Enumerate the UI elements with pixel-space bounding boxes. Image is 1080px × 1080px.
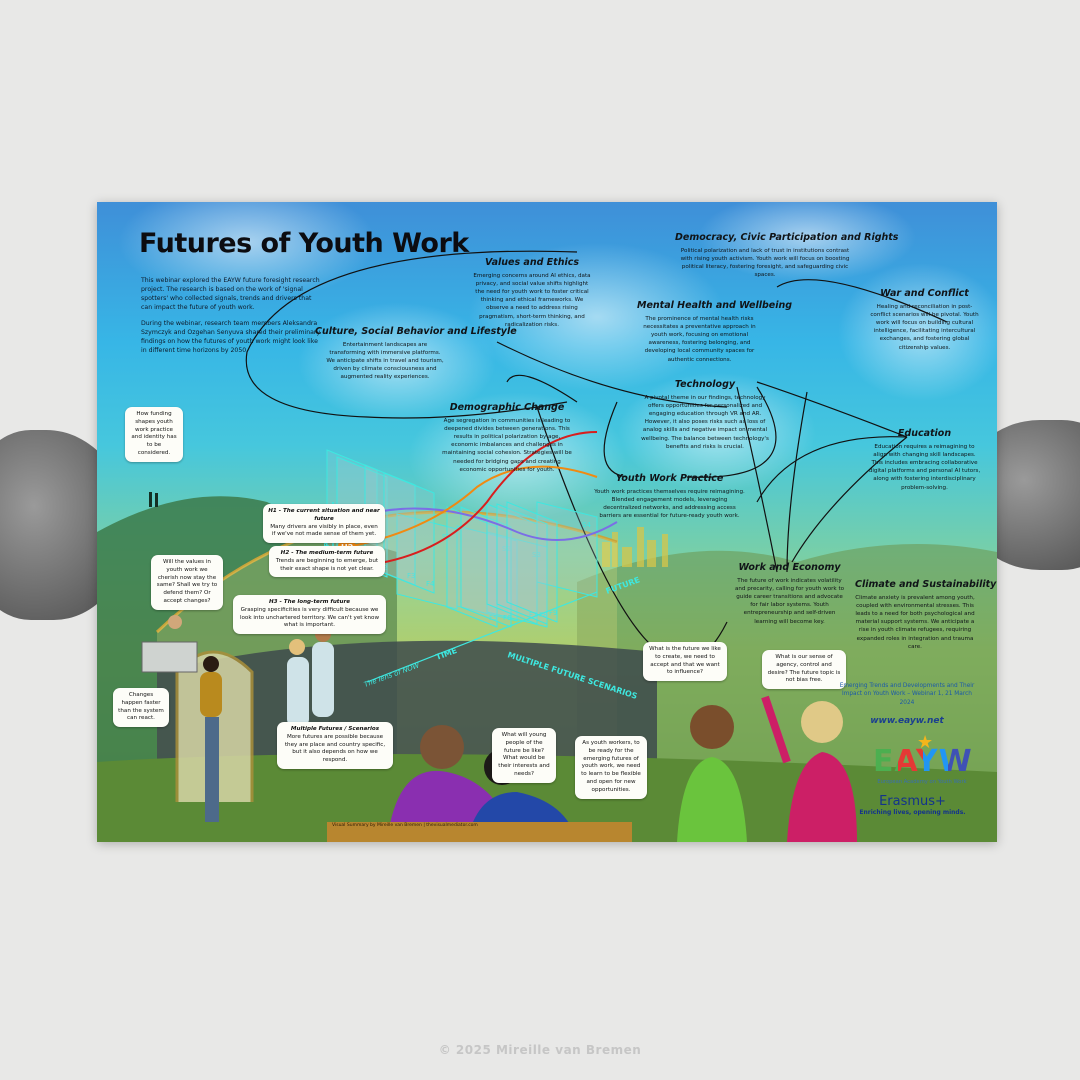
topic-values-and-ethics: Values and Ethics Emerging concerns arou… <box>472 257 592 329</box>
frame-label: F5 <box>489 614 497 622</box>
bubble-multiple-futures: Multiple Futures / Scenarios More future… <box>277 722 393 770</box>
erasmus-tagline: Enriching lives, opening minds. <box>859 809 966 816</box>
frame-label: F7 <box>529 611 537 619</box>
topic-technology: Technology A pivotal theme in our findin… <box>640 379 770 451</box>
website-link[interactable]: www.eayw.net <box>870 716 944 726</box>
topic-democracy: Democracy, Civic Participation and Right… <box>675 232 899 279</box>
bubble-funding: How funding shapes youth work practice a… <box>125 407 183 462</box>
bubble-values-question: Will the values in youth work we cherish… <box>151 555 223 610</box>
scenario-label: S2 <box>502 545 511 553</box>
scenario-label: S4 <box>582 521 591 529</box>
topic-text: The future of work indicates volatility … <box>734 578 845 625</box>
topic-heading: Mental Health and Wellbeing <box>637 300 793 311</box>
frame-label: F8 <box>539 611 547 619</box>
topic-text: Youth work practices themselves require … <box>594 489 745 520</box>
scenarios-label: MULTIPLE FUTURE SCENARIOS <box>506 650 638 701</box>
topic-work-and-economy: Work and Economy The future of work indi… <box>732 562 847 626</box>
time-axis <box>366 591 598 683</box>
topic-climate: Climate and Sustainability Climate anxie… <box>855 579 997 651</box>
frame-label: F4 <box>426 580 435 588</box>
topic-heading: Climate and Sustainability <box>855 579 997 590</box>
frame-panel <box>460 506 512 628</box>
frame-label: F9 <box>549 609 557 617</box>
multiple-text: More futures are possible because they a… <box>284 733 386 764</box>
intro-paragraph: During the webinar, research team member… <box>141 319 321 354</box>
frame-label: F3 <box>407 572 415 580</box>
topic-heading: Democracy, Civic Participation and Right… <box>675 232 899 243</box>
frame-panel <box>506 501 558 623</box>
topic-text: Political polarization and lack of trust… <box>680 248 850 279</box>
topic-demographic-change: Demographic Change Age segregation in co… <box>442 402 572 474</box>
topic-heading: Work and Economy <box>738 562 841 573</box>
copyright-footer: © 2025 Mireille van Bremen <box>438 1043 642 1057</box>
bubble-h2: H2 - The medium-term future Trends are b… <box>269 546 385 578</box>
topic-heading: Youth Work Practice <box>615 473 724 484</box>
person-in-portal <box>200 672 222 717</box>
topic-text: The prominence of mental health risks ne… <box>643 316 756 363</box>
topic-culture: Culture, Social Behavior and Lifestyle E… <box>315 326 517 382</box>
poster-title: Futures of Youth Work <box>139 228 469 259</box>
eayw-logo: ★ EAYW European Academy on Youth Work <box>867 732 977 792</box>
topic-text: Entertainment landscapes are transformin… <box>326 342 444 381</box>
eayw-star-icon: ★ <box>917 732 934 753</box>
topic-text: Climate anxiety is prevalent among youth… <box>855 595 975 650</box>
future-label: FUTURE <box>605 575 641 596</box>
intro-text: This webinar explored the EAYW future fo… <box>141 277 321 363</box>
topic-heading: Education <box>897 428 952 439</box>
eayw-name: European Academy on Youth Work <box>877 779 967 785</box>
time-label: TIME <box>435 646 459 662</box>
frame-panel <box>446 506 498 628</box>
scenario-label: S3 <box>532 551 541 559</box>
bubble-h3: H3 - The long-term future Grasping speci… <box>233 595 386 635</box>
visual-summary-credit: Visual Summary by Mireille van Bremen | … <box>332 823 478 828</box>
poster: S1S2S3S4F1F2F3F4F5F6F7F8F9H1H2H3IMPORTAN… <box>97 202 997 842</box>
topic-text: Emerging concerns around AI ethics, data… <box>473 273 591 328</box>
topic-text: Age segregation in communities is leadin… <box>442 418 572 473</box>
topic-heading: Values and Ethics <box>484 257 580 268</box>
h2-title: H2 - The medium-term future <box>280 550 374 556</box>
h1-line <box>346 507 618 541</box>
intro-paragraph: This webinar explored the EAYW future fo… <box>141 277 320 311</box>
h1-text: Many drivers are visibly in place, even … <box>270 523 378 538</box>
bubble-changes: Changes happen faster than the system ca… <box>113 688 169 728</box>
scenario-panel <box>396 513 458 610</box>
h1-title: H1 - The current situation and near futu… <box>268 508 380 522</box>
lens-of-now-label: The lens of NOW <box>363 661 422 689</box>
frame-panel <box>496 503 548 625</box>
h3-text: Grasping specificities is very difficult… <box>239 606 380 629</box>
topic-text: Healing and reconciliation in post-confl… <box>870 304 979 351</box>
topic-mental-health: Mental Health and Wellbeing The prominen… <box>637 300 793 364</box>
topic-text: A pivotal theme in our findings, technol… <box>641 395 769 450</box>
topic-heading: Technology <box>674 379 736 390</box>
h3-title: H3 - The long-term future <box>268 599 351 605</box>
erasmus-name: Erasmus+ <box>879 794 946 809</box>
bubble-agency: What is our sense of agency, control and… <box>762 650 846 690</box>
h2-line <box>346 465 598 548</box>
frame-label: F6 <box>503 614 512 622</box>
topic-heading: Demographic Change <box>449 402 565 413</box>
multiple-title: Multiple Futures / Scenarios <box>290 726 380 732</box>
bubble-future-create: What is the future we like to create, we… <box>643 642 727 682</box>
topic-heading: Culture, Social Behavior and Lifestyle <box>315 326 517 337</box>
scenario-diagram: S1S2S3S4F1F2F3F4F5F6F7F8F9H1H2H3IMPORTAN… <box>323 431 641 701</box>
h3-line <box>346 431 598 568</box>
topic-war-and-conflict: War and Conflict Healing and reconciliat… <box>867 288 982 352</box>
bubble-ready: As youth workers, to be ready for the em… <box>575 736 647 799</box>
frame-panel <box>383 472 435 594</box>
topic-text: Education requires a reimagining to alig… <box>868 444 981 491</box>
bubble-h1: H1 - The current situation and near futu… <box>263 504 385 544</box>
h2-text: Trends are beginning to emerge, but thei… <box>275 557 379 572</box>
topic-education: Education Education requires a reimagini… <box>867 428 982 492</box>
event-credits: Emerging Trends and Developments and The… <box>839 683 975 706</box>
bubble-young-people: What will young people of the future be … <box>492 728 556 783</box>
erasmus-logo: Erasmus+ Enriching lives, opening minds. <box>845 794 980 816</box>
topic-heading: War and Conflict <box>880 288 969 299</box>
topic-youth-work-practice: Youth Work Practice Youth work practices… <box>592 473 747 520</box>
